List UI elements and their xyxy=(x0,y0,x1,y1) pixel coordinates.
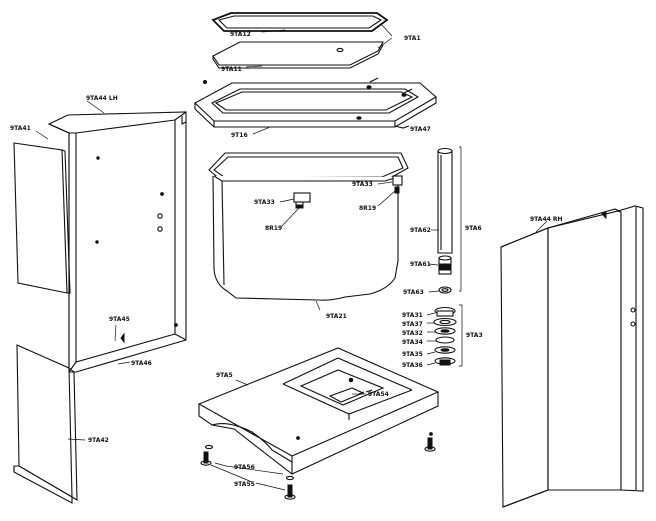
label-base: 9TA5 xyxy=(216,372,233,379)
label-pipe-washer: 9TA63 xyxy=(403,289,424,296)
label-tank: 9TA21 xyxy=(326,313,347,320)
label-lid-panel: 9TA11 xyxy=(221,66,242,73)
pipe-coupling-part xyxy=(438,255,452,275)
leveler-right-part xyxy=(424,432,436,452)
label-screw-right: 8R19 xyxy=(359,205,376,212)
label-left-lower-panel: 9TA45 xyxy=(109,316,130,323)
label-left-outer-panel: 9TA41 xyxy=(10,125,31,132)
part-labels: 9TA12 9TA1 9TA11 9T16 9TA47 9TA44 LH 9TA… xyxy=(10,31,563,488)
frame-clip-part xyxy=(202,79,410,129)
label-lid-group: 9TA1 xyxy=(404,35,421,42)
label-tank-bracket-left: 9TA33 xyxy=(254,199,275,206)
label-tank-bracket-right: 9TA33 xyxy=(352,181,373,188)
label-left-trim: 9TA46 xyxy=(131,360,152,367)
label-valve-group: 9TA3 xyxy=(466,332,483,339)
front-lower-panel-part xyxy=(13,344,78,504)
label-valve-part-6: 9TA36 xyxy=(402,362,423,369)
label-left-side: 9TA44 LH xyxy=(86,95,118,102)
label-right-side: 9TA44 RH xyxy=(530,216,563,223)
pipe-washer-part xyxy=(438,286,452,294)
valve-stack-part xyxy=(433,306,457,366)
label-frame-clip: 9TA47 xyxy=(410,126,431,133)
base-part xyxy=(197,347,440,476)
label-leveler-nut: 9TA55 xyxy=(234,481,255,488)
standpipe-part xyxy=(437,147,453,254)
label-front-lower-panel: 9TA42 xyxy=(88,437,109,444)
frame-part xyxy=(194,77,437,128)
leader-lines xyxy=(35,23,548,491)
left-side-panel-part xyxy=(47,111,187,373)
label-valve-part-5: 9TA35 xyxy=(402,351,423,358)
label-valve-part-4: 9TA34 xyxy=(402,339,423,346)
lid-panel-part xyxy=(212,41,384,69)
leveler-left-part xyxy=(200,444,214,466)
label-standpipe-group: 9TA6 xyxy=(465,225,482,232)
label-lid-gasket: 9TA12 xyxy=(230,31,251,38)
label-valve-part-3: 9TA32 xyxy=(402,330,423,337)
label-screw-left: 8R19 xyxy=(265,225,282,232)
label-standpipe: 9TA62 xyxy=(410,227,431,234)
right-side-panel-part xyxy=(500,208,636,508)
label-base-insert: 9TA54 xyxy=(368,391,389,398)
label-valve-part-2: 9TA37 xyxy=(402,321,423,328)
left-outer-panel-part xyxy=(13,142,71,294)
leveler-nut-part xyxy=(284,475,296,500)
label-pipe-coupling: 9TA61 xyxy=(410,261,431,268)
tank-part xyxy=(208,152,409,301)
label-valve-part-1: 9TA31 xyxy=(402,312,423,319)
label-leveler: 9TA56 xyxy=(234,464,255,471)
label-frame: 9T16 xyxy=(231,132,248,139)
lid-gasket-part xyxy=(211,12,389,32)
